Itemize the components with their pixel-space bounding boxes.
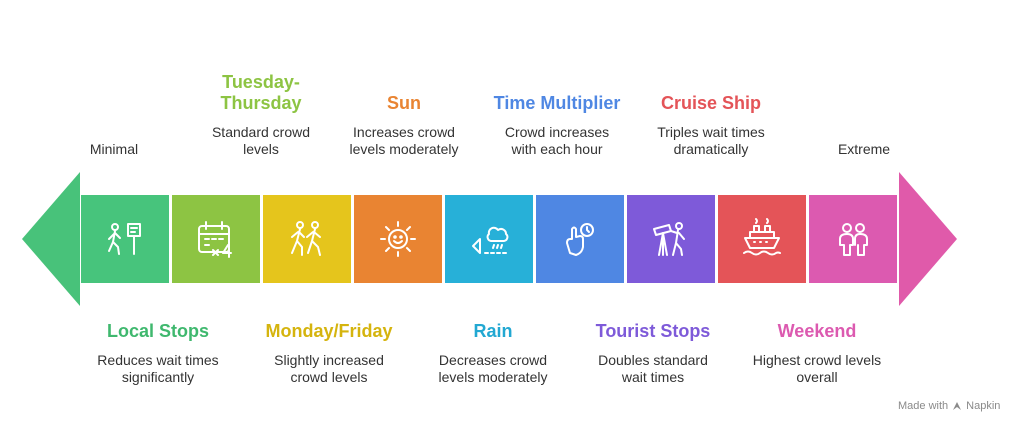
card-desc-line-2: with each hour bbox=[511, 141, 603, 157]
card-title: Time Multiplier bbox=[493, 93, 621, 113]
right-arrow-head bbox=[899, 172, 957, 306]
card-tourist-stops: Tourist Stops Doubles standard wait time… bbox=[558, 321, 748, 386]
scale-high-label: Extreme bbox=[837, 141, 891, 157]
card-desc-line-1: Slightly increased bbox=[274, 352, 384, 368]
card-title: Weekend bbox=[777, 321, 857, 341]
calendar-x4-icon bbox=[198, 221, 232, 258]
card-monday-friday: Monday/Friday Slightly increased crowd l… bbox=[234, 321, 424, 386]
tourist-telescope-icon bbox=[653, 222, 685, 256]
card-desc-line-2: wait times bbox=[621, 369, 685, 385]
segment-monday-friday bbox=[263, 195, 351, 283]
hand-clock-icon bbox=[566, 223, 594, 256]
card-weekend: Weekend Highest crowd levels overall bbox=[722, 321, 912, 386]
card-title-line-1: Tuesday- bbox=[222, 72, 300, 92]
walking-people-icon bbox=[291, 221, 321, 256]
card-sun: Sun Increases crowd levels moderately bbox=[309, 93, 499, 158]
card-desc-line-1: Doubles standard bbox=[598, 352, 708, 368]
card-desc-line-2: levels moderately bbox=[349, 141, 459, 157]
card-desc-line-1: Decreases crowd bbox=[438, 352, 548, 368]
card-desc-line-2: significantly bbox=[121, 369, 195, 385]
card-desc-line-1: Standard crowd bbox=[211, 124, 311, 140]
segment-rain bbox=[445, 195, 533, 283]
card-desc-line-2: dramatically bbox=[673, 141, 749, 157]
segment-weekend bbox=[809, 195, 897, 283]
card-desc-line-2: overall bbox=[796, 369, 838, 385]
card-title: Cruise Ship bbox=[660, 93, 762, 113]
made-with-napkin: Made with Napkin bbox=[898, 400, 1000, 412]
card-rain: Rain Decreases crowd levels moderately bbox=[398, 321, 588, 386]
segment-cruise-ship bbox=[718, 195, 806, 283]
segment-tourist-stops bbox=[627, 195, 715, 283]
napkin-brand-label: Napkin bbox=[966, 400, 1001, 412]
card-title: Sun bbox=[387, 93, 421, 113]
rain-cloud-icon bbox=[472, 226, 509, 254]
card-title: Rain bbox=[473, 321, 513, 341]
sun-icon bbox=[380, 221, 416, 257]
card-title: Local Stops bbox=[106, 321, 209, 341]
card-desc-line-1: Highest crowd levels bbox=[752, 352, 882, 368]
napkin-logo-icon bbox=[953, 402, 962, 410]
left-arrow-head bbox=[22, 172, 80, 306]
card-title: Monday/Friday bbox=[265, 321, 393, 341]
segment-tuesday-thursday bbox=[172, 195, 260, 283]
card-desc-line-1: Increases crowd bbox=[353, 124, 455, 140]
card-cruise-ship: Cruise Ship Triples wait times dramatica… bbox=[616, 93, 806, 158]
card-time-multiplier: Time Multiplier Crowd increases with eac… bbox=[462, 93, 652, 158]
cruise-ship-icon bbox=[743, 218, 781, 256]
card-title: Tourist Stops bbox=[595, 321, 711, 341]
card-desc-line-2: levels moderately bbox=[438, 369, 548, 385]
people-pair-icon bbox=[839, 223, 868, 256]
segment-local-stops bbox=[81, 195, 169, 283]
card-desc-line-1: Triples wait times bbox=[657, 124, 765, 140]
segment-time-multiplier bbox=[536, 195, 624, 283]
card-desc-line-2: crowd levels bbox=[290, 369, 368, 385]
card-desc-line-1: Crowd increases bbox=[504, 124, 610, 140]
card-local-stops: Local Stops Reduces wait times significa… bbox=[63, 321, 253, 386]
card-desc-line-1: Reduces wait times bbox=[97, 352, 219, 368]
card-title-line-2: Thursday bbox=[220, 93, 302, 113]
card-desc-line-2: levels bbox=[243, 141, 279, 157]
scale-low-label: Minimal bbox=[89, 141, 139, 157]
made-with-label: Made with bbox=[898, 400, 949, 412]
segment-sun bbox=[354, 195, 442, 283]
card-tuesday-thursday: Tuesday- Thursday Standard crowd levels bbox=[166, 72, 356, 158]
hiker-sign-icon bbox=[108, 223, 141, 255]
